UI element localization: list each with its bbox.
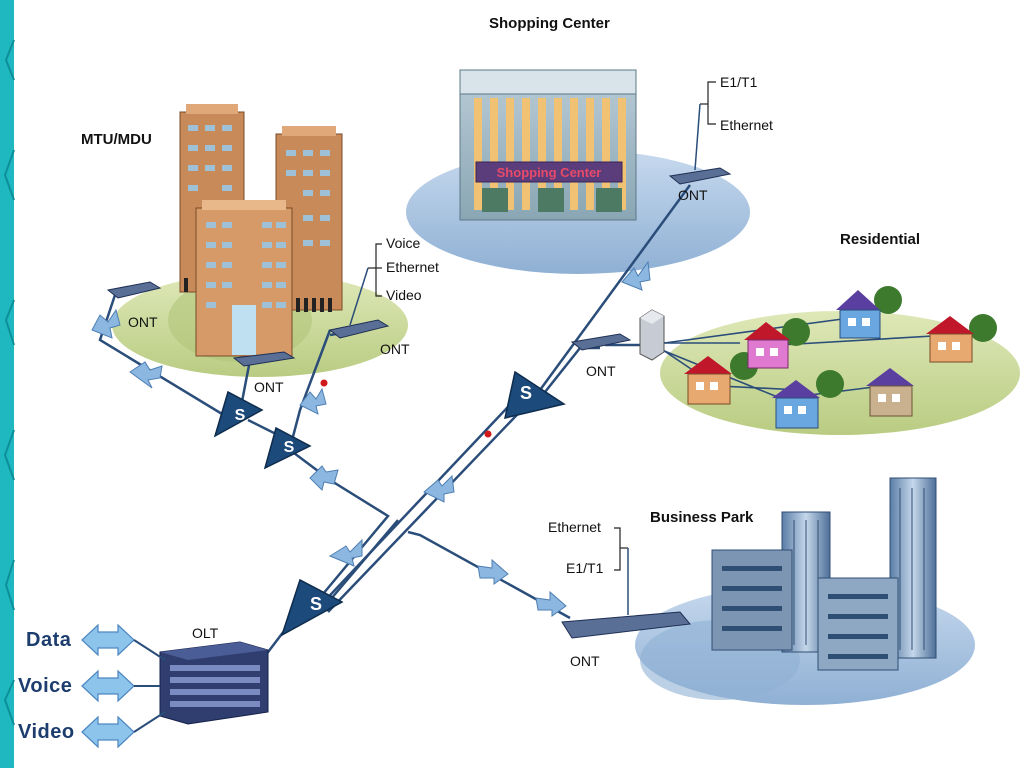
shopping-center-title: Shopping Center xyxy=(489,15,610,32)
left-border xyxy=(0,0,14,768)
splitter-label: S xyxy=(235,407,246,424)
olt-rack xyxy=(159,641,269,725)
flow-arrow xyxy=(477,558,509,585)
mtu-service-video: Video xyxy=(386,287,422,303)
flow-arrow xyxy=(309,465,339,491)
mtu-service-ethernet: Ethernet xyxy=(386,259,439,275)
business-service-e1t1: E1/T1 xyxy=(566,560,604,576)
fiber-node xyxy=(320,379,328,387)
ont-label-shopping: ONT xyxy=(678,187,708,203)
flow-arrow xyxy=(535,590,567,617)
splitter-upper-mid xyxy=(263,426,312,470)
olt-service-data: Data xyxy=(26,629,72,651)
olt-service-voice: Voice xyxy=(18,675,73,697)
olt-service-video: Video xyxy=(18,721,75,743)
splitter-label: S xyxy=(310,594,322,614)
mtu-service-voice: Voice xyxy=(386,235,421,251)
mtu-buildings xyxy=(179,104,343,357)
splitter-label: S xyxy=(284,439,295,456)
video-arrow xyxy=(81,715,135,749)
olt-label: OLT xyxy=(192,625,219,641)
data-arrow xyxy=(81,623,135,657)
ont-label-residential: ONT xyxy=(586,363,616,379)
shopping-center-building xyxy=(459,69,637,221)
shopping-sign: Shopping Center xyxy=(497,165,602,180)
splitter-label: S xyxy=(520,383,532,403)
business-park-title: Business Park xyxy=(650,509,754,526)
splitter-right xyxy=(504,370,566,420)
ont-device-mtu-right xyxy=(328,319,390,339)
voice-arrow xyxy=(81,669,135,703)
shopping-service-e1t1: E1/T1 xyxy=(720,74,758,90)
shopping-service-ethernet: Ethernet xyxy=(720,117,773,133)
ont-devices xyxy=(106,167,732,639)
ont-label-mtu-center: ONT xyxy=(254,379,284,395)
residential-houses xyxy=(684,286,997,429)
ont-device-residential xyxy=(570,333,632,351)
ont-device-shopping xyxy=(668,167,732,185)
ont-device-business xyxy=(561,611,691,639)
flow-arrow xyxy=(129,361,163,389)
service-brackets xyxy=(368,81,716,571)
ont-label-mtu-right: ONT xyxy=(380,341,410,357)
ont-device-mtu-left xyxy=(106,281,162,299)
flow-arrow xyxy=(328,538,363,567)
flow-arrow xyxy=(91,308,121,339)
flow-arrow xyxy=(621,260,651,291)
flow-arrows xyxy=(91,260,651,617)
ont-label-business: ONT xyxy=(570,653,600,669)
splitter-main xyxy=(280,578,344,637)
flow-arrow xyxy=(423,474,455,503)
flow-arrow xyxy=(299,387,327,415)
business-park-buildings xyxy=(711,477,937,671)
business-service-ethernet: Ethernet xyxy=(548,519,601,535)
olt-service-arrows xyxy=(81,623,135,749)
splitter-upper-left xyxy=(213,390,264,438)
residential-title: Residential xyxy=(840,231,921,248)
ont-device-mtu-center xyxy=(232,351,296,367)
mtu-mdu-title: MTU/MDU xyxy=(81,131,152,148)
street-cabinet xyxy=(639,309,665,361)
ont-label-mtu-left: ONT xyxy=(128,314,158,330)
fiber-node xyxy=(484,430,492,438)
